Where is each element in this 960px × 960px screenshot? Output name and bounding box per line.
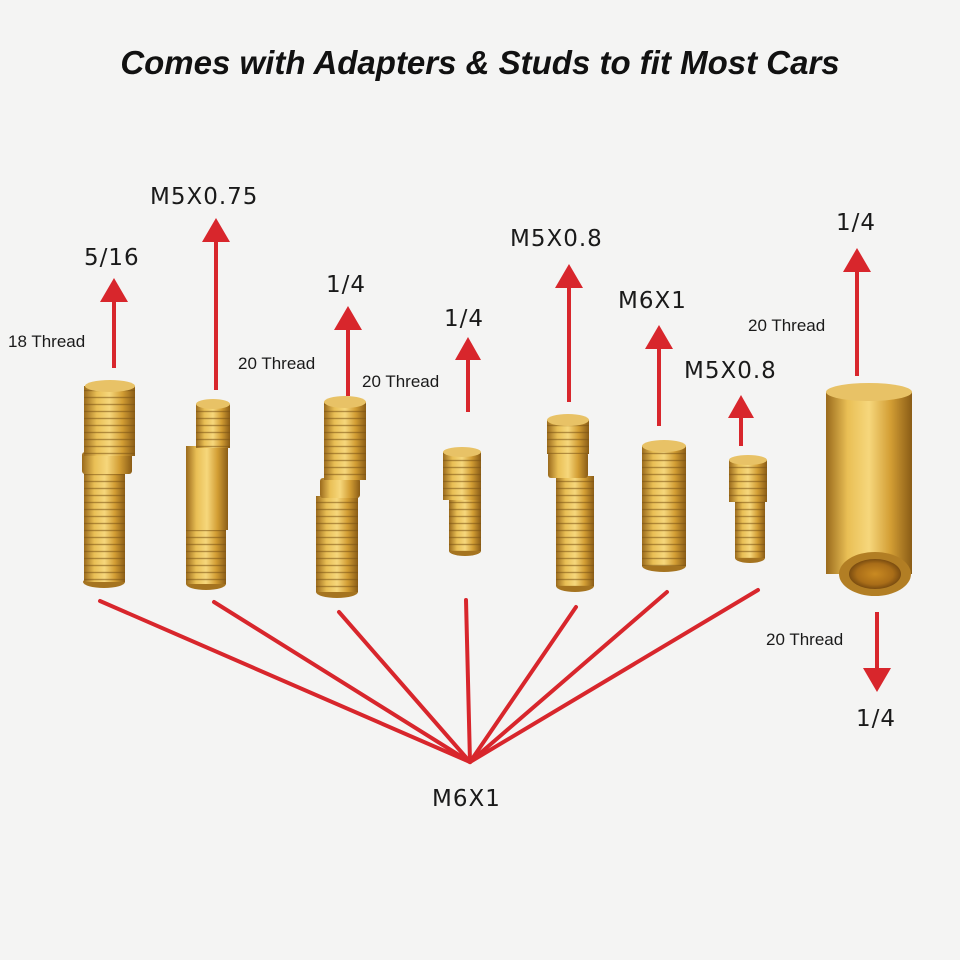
arrow-p3 xyxy=(334,306,362,396)
line-p6 xyxy=(468,590,669,764)
line-p7 xyxy=(468,588,760,764)
label-p2-size: M5X0.75 xyxy=(150,184,259,210)
label-p8-thread: 20 Thread xyxy=(748,316,826,335)
line-p1 xyxy=(98,599,472,764)
label-p8-bottom-size: 1/4 xyxy=(856,706,897,732)
headline: Comes with Adapters & Studs to fit Most … xyxy=(120,44,840,81)
size-arrows xyxy=(100,218,891,692)
arrow-p1 xyxy=(100,278,128,368)
label-p6-size: M6X1 xyxy=(618,288,687,314)
stud-p3 xyxy=(316,396,366,598)
stud-p5 xyxy=(547,414,594,592)
arrow-p8-down xyxy=(863,612,891,692)
line-p3 xyxy=(337,610,472,764)
label-p3-size: 1/4 xyxy=(326,272,367,298)
arrow-p7 xyxy=(728,395,754,446)
line-p4 xyxy=(464,598,472,764)
arrow-p4 xyxy=(455,337,481,412)
label-p4-size: 1/4 xyxy=(444,306,485,332)
sleeve-p8 xyxy=(826,383,912,596)
label-p8-bottom-thread: 20 Thread xyxy=(766,630,844,649)
adapter-p7 xyxy=(729,455,767,563)
stud-p2 xyxy=(186,399,230,590)
label-p1-thread: 18 Thread xyxy=(8,332,86,351)
label-p8-size: 1/4 xyxy=(836,210,877,236)
adapter-p1 xyxy=(82,380,135,588)
line-p5 xyxy=(468,605,578,764)
arrow-p8-up xyxy=(843,248,871,376)
line-p2 xyxy=(212,600,472,764)
arrow-p6 xyxy=(645,325,673,426)
adapter-p4 xyxy=(443,447,481,556)
label-p1-size: 5/16 xyxy=(84,245,140,271)
label-common-base: M6X1 xyxy=(432,786,501,812)
label-p4-thread: 20 Thread xyxy=(362,372,440,391)
arrow-p2 xyxy=(202,218,230,390)
label-p7-size: M5X0.8 xyxy=(684,358,777,384)
adapter-p6 xyxy=(642,440,686,572)
label-p3-thread: 20 Thread xyxy=(238,354,316,373)
converging-lines xyxy=(98,588,760,764)
label-p5-size: M5X0.8 xyxy=(510,226,603,252)
arrow-p5 xyxy=(555,264,583,402)
